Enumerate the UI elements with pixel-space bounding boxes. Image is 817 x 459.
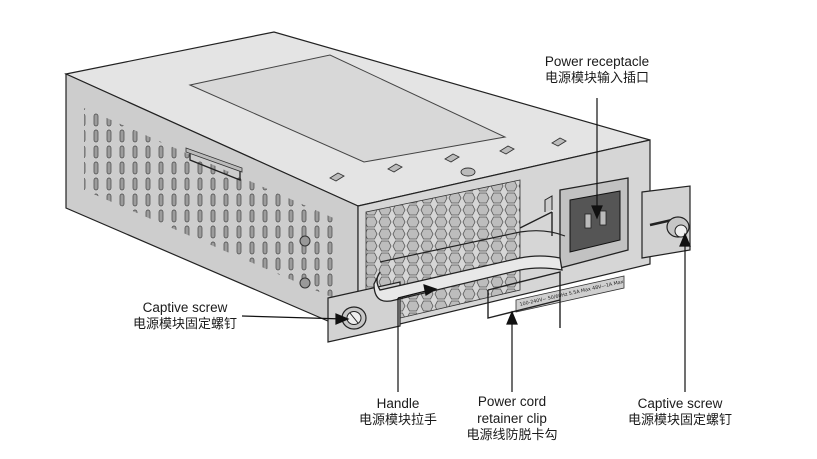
side-screw-icon [299,277,311,289]
label-power-receptacle-en: Power receptacle [544,54,650,69]
label-power-receptacle-zh: 电源模块输入插口 [544,71,649,86]
label-captive-screw-left-en: Captive screw [142,300,228,315]
captive-screw-right-icon [649,216,690,238]
retainer-clip [487,211,561,328]
label-captive-screw-left: Captive screw 电源模块固定螺钉 [133,299,237,333]
top-label-panel [188,54,507,163]
label-captive-screw-right-zh: 电源模块固定螺钉 [627,413,733,428]
side-latch [189,150,241,181]
captive-screw-left-icon [341,306,367,330]
rating-label-strip [515,275,625,313]
side-screw-icon [299,235,311,247]
label-retainer-clip-en2: retainer clip [477,411,547,426]
callout-arrows [241,98,691,392]
label-captive-screw-left-zh: 电源模块固定螺钉 [132,317,238,332]
power-receptacle-socket [569,190,621,253]
label-retainer-clip-en1: Power cord [477,394,547,409]
label-captive-screw-right: Captive screw 电源模块固定螺钉 [628,395,732,429]
label-power-receptacle: Power receptacle 电源模块输入插口 [545,53,649,87]
label-captive-screw-right-en: Captive screw [637,396,723,411]
label-handle-en: Handle [376,396,420,411]
top-slot-markings [329,137,567,182]
handle [373,255,563,302]
label-handle-zh: 电源模块拉手 [358,413,438,428]
label-handle: Handle 电源模块拉手 [359,395,437,429]
side-vent-slots [84,108,338,300]
label-retainer-clip: Power cord retainer clip 电源线防脱卡勾 [466,393,557,444]
label-retainer-clip-zh: 电源线防脱卡勾 [466,428,558,443]
